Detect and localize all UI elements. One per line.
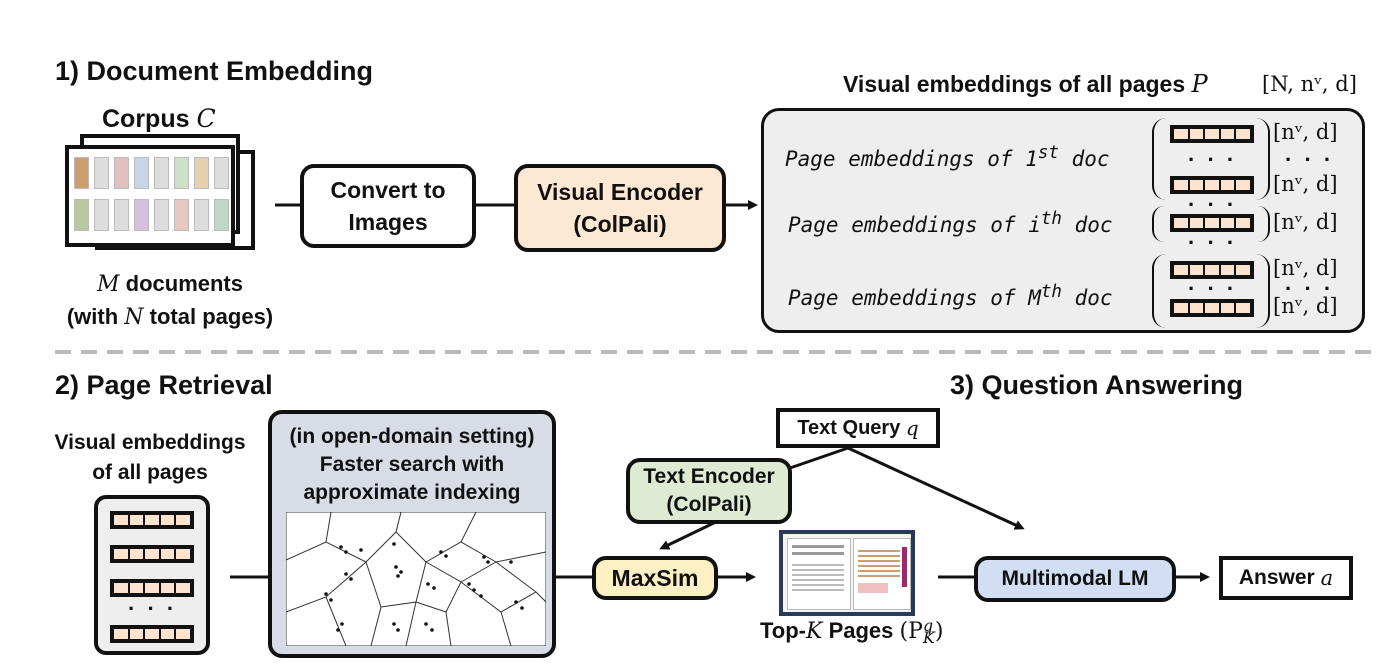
embedding-vector [110,625,194,643]
embedding-vector [110,545,194,563]
corpus-description: M documents (with N total pages) [66,271,274,330]
embedding-vector [110,579,194,597]
text-query-box: Text Query q [776,408,940,448]
approximate-index-label: (in open-domain setting) Faster search w… [289,425,535,504]
embedding-dots: · · · [1285,276,1335,301]
embedding-dots: · · · [1188,230,1238,255]
embedding-vector [1170,261,1254,279]
arrow-encoder-maxsim [659,518,721,550]
corpus-label: Corpus C [102,104,216,133]
embedding-vector [1170,214,1254,232]
visual-encoder-box: Visual Encoder(ColPali) [514,164,726,252]
retrieved-page-thumbnail [853,538,911,610]
connector-query-encoder [789,446,849,470]
embedding-vector [110,511,194,529]
embedding-dim-label: [nᵛ, d] [1273,210,1338,234]
embedding-dim-label: [nᵛ, d] [1273,294,1338,318]
document-page-top [65,145,235,247]
embedding-dots: · · · [1285,147,1335,172]
embedding-vector [1170,176,1254,194]
section3-title: 3) Question Answering [950,370,1244,400]
multimodal-lm-box: Multimodal LM [974,556,1176,602]
embedding-dots: · · · [128,596,178,621]
visual-embeddings-title: Visual embeddings of all pages P [843,70,1208,98]
embedding-dots: · · · [1188,147,1238,172]
embedding-vector [1170,125,1254,143]
voronoi-diagram [286,512,546,646]
embedding-row-label-ith: Page embeddings of ith doc [788,209,1113,237]
embedding-dim-label: [nᵛ, d] [1273,172,1338,196]
section1-title: 1) Document Embedding [55,56,374,86]
embedding-dim-label: [nᵛ, d] [1273,120,1338,144]
text-encoder-box: Text Encoder(ColPali) [626,458,792,524]
retrieved-page-thumbnail [787,538,851,610]
retrieval-embeddings-label: Visual embeddings of all pages [54,431,246,484]
embedding-row-label-first: Page embeddings of 1st doc [785,143,1110,171]
embedding-dots: · · · [1188,276,1238,301]
answer-box: Answer a [1219,556,1353,600]
maxsim-box: MaxSim [592,556,718,600]
arrow-query-multimodal [847,446,1025,530]
embedding-vector [1170,299,1254,317]
top-k-pages-image [779,530,915,616]
embedding-group-bracket-ith [1152,206,1270,242]
section2-title: 2) Page Retrieval [55,370,273,400]
embedding-group-bracket-first [1152,118,1270,200]
visual-embeddings-panel [761,108,1365,333]
embedding-dots: · · · [1188,192,1238,217]
visual-embeddings-shape: [N, nᵛ, d] [1262,72,1357,96]
embedding-group-bracket-mth [1152,254,1270,328]
embedding-dim-label: [nᵛ, d] [1273,256,1338,280]
embedding-row-label-mth: Page embeddings of Mth doc [788,282,1113,310]
